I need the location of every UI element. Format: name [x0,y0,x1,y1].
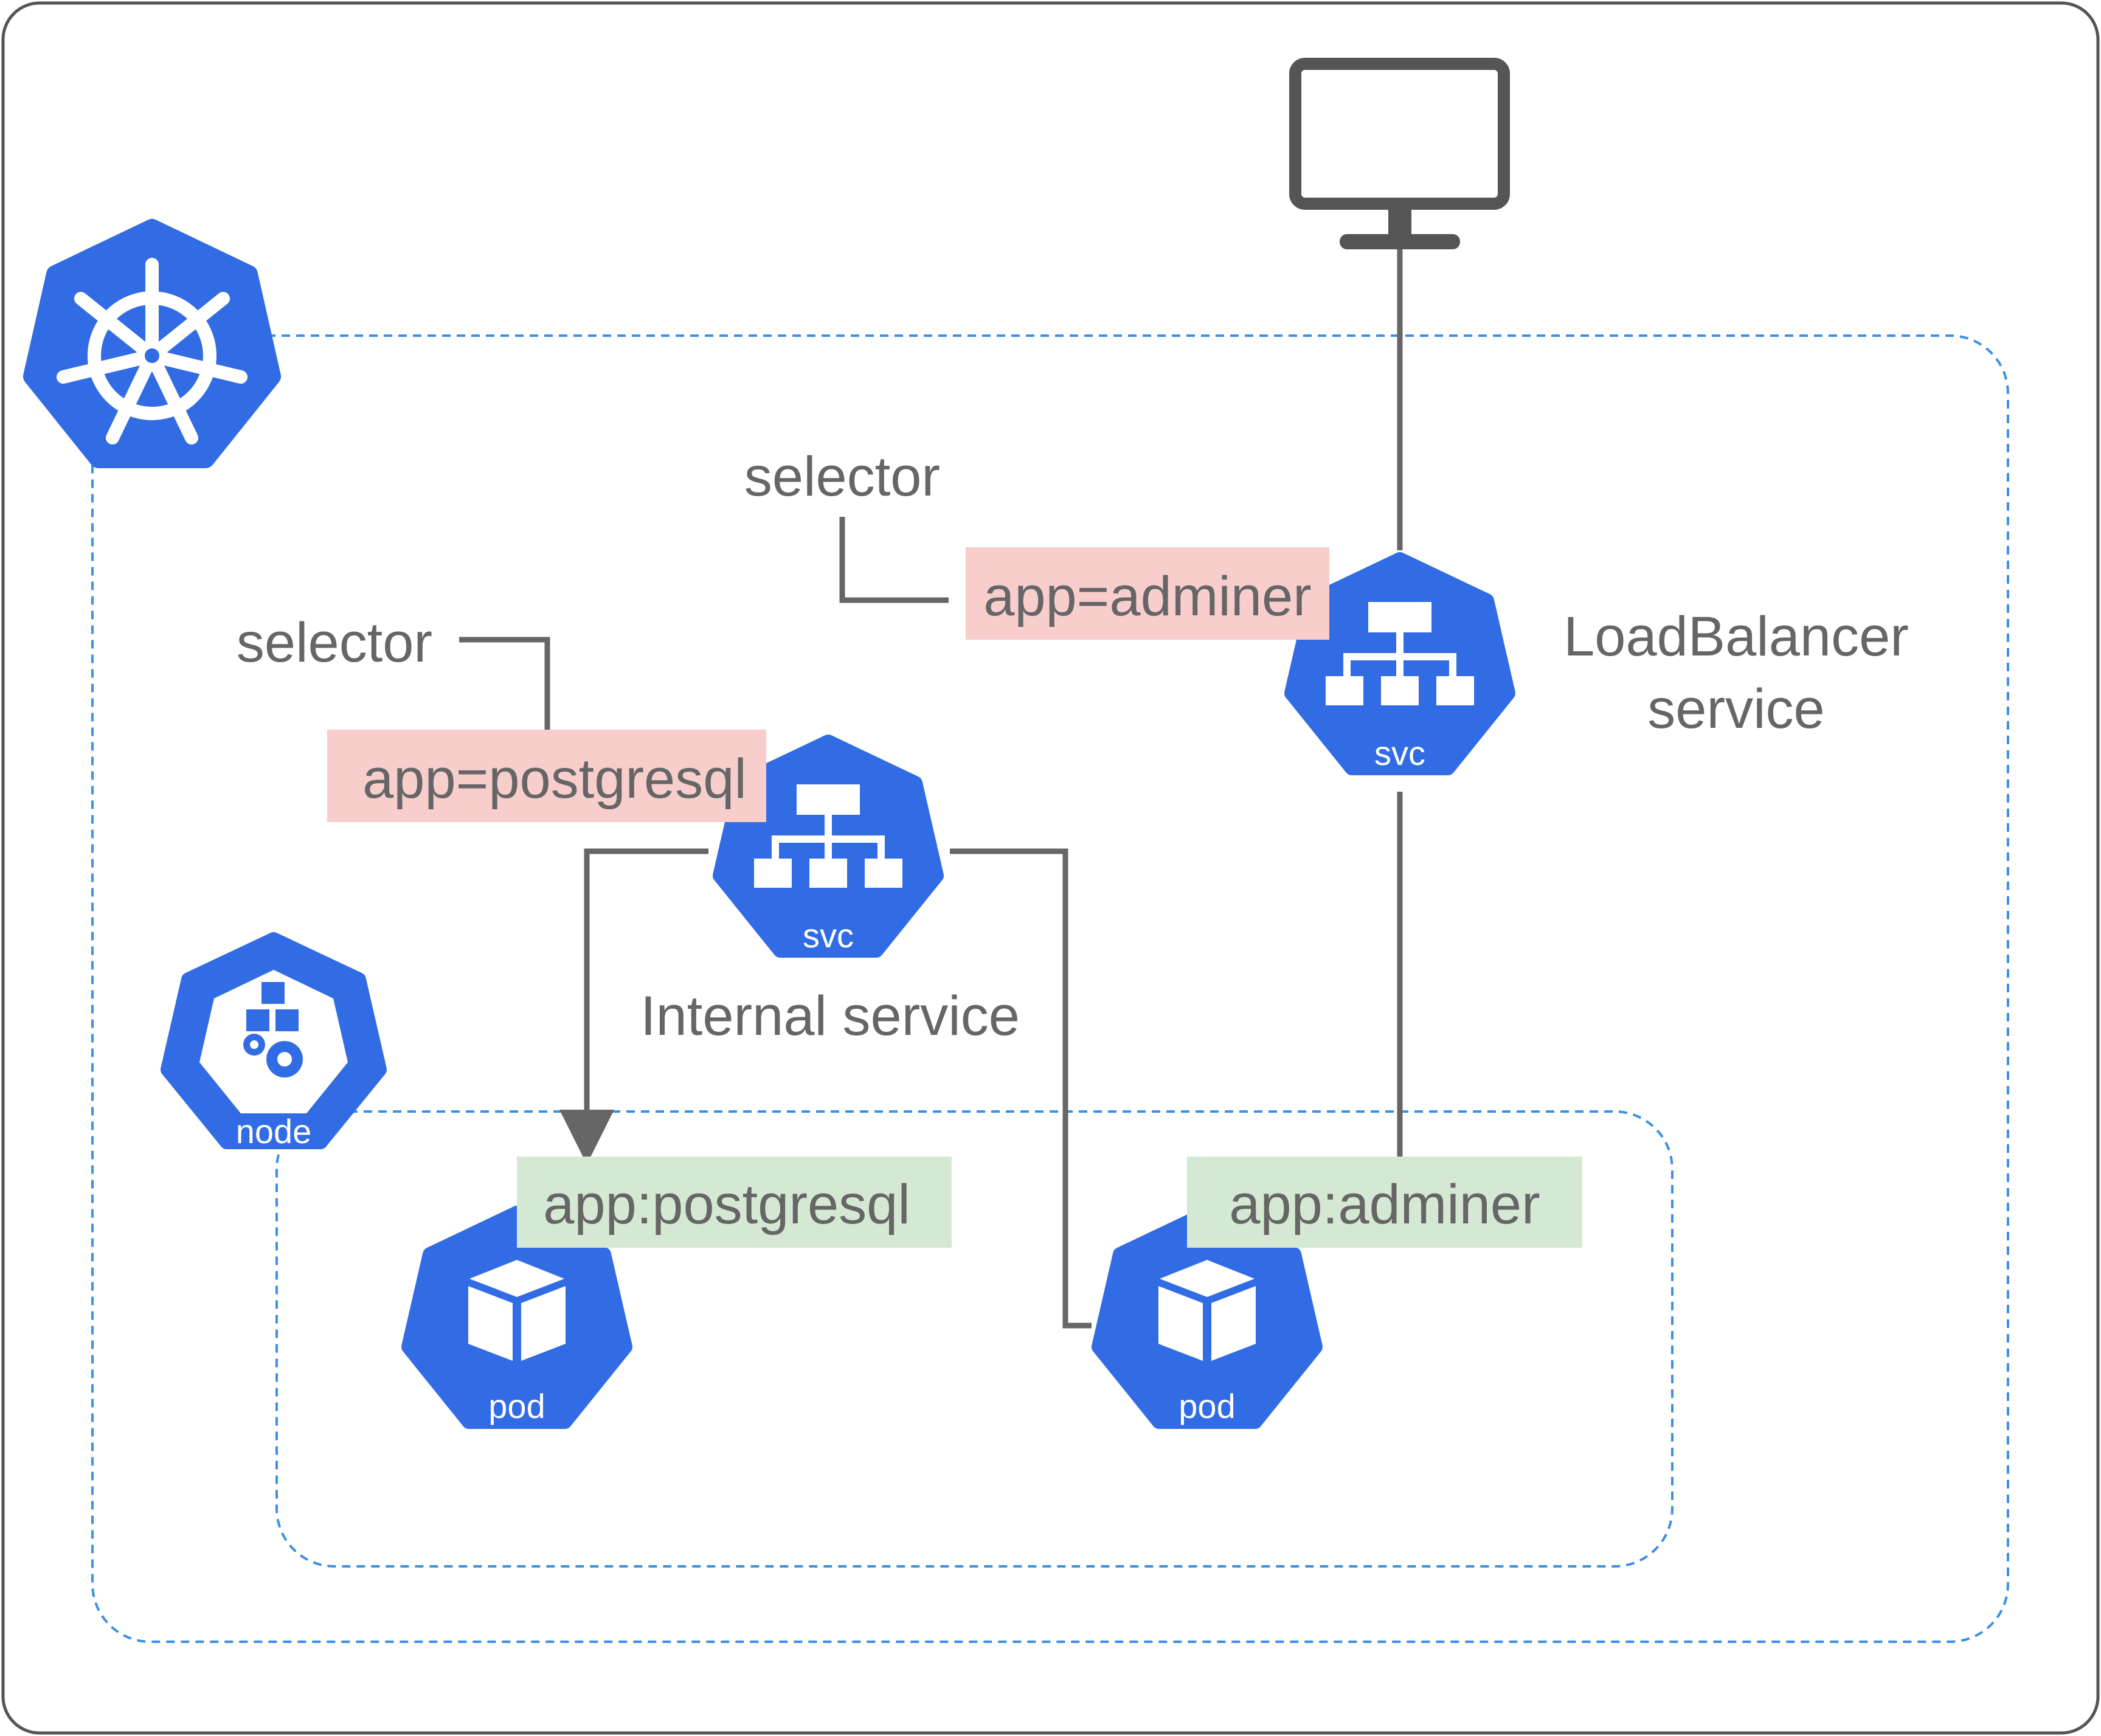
selector-adminer-bg [966,547,1329,640]
loadbalancer-title-line1: LoadBalancer [1563,606,1909,668]
pod-adminer-tag: app:adminer [1229,1174,1540,1236]
cube-icon [468,1260,566,1361]
kubernetes-logo-icon [23,219,281,468]
selector-adminer-value: app=adminer [983,565,1312,628]
cluster-boundary [91,334,2009,1643]
node-boundary [275,1110,1674,1568]
cube-icon [1158,1260,1256,1361]
internal-svc-to-postgres-arrow [559,848,708,1164]
lb-svc-label: svc [1374,734,1425,772]
pod-postgres-icon [401,1206,632,1429]
internal-svc-icon [713,735,944,958]
internal-svc-label: svc [803,916,854,955]
pod-adminer-icon [1092,1206,1323,1429]
internal-svc-to-adminer-line [950,848,1092,1329]
node-icon [161,932,387,1149]
selector-postgres-value: app=postgresql [362,748,747,810]
selector-postgres-bracket [459,637,550,733]
pod-adminer-tag-bg [1187,1157,1582,1248]
selector-postgres-label: selector [237,612,432,674]
pod-adminer-label: pod [1179,1387,1235,1425]
loadbalancer-title-line2: service [1647,678,1824,740]
pod-postgres-tag: app:postgresql [543,1174,910,1236]
internal-service-title: Internal service [640,985,1020,1047]
pod-postgres-tag-bg [517,1157,952,1248]
pod-postgres-label: pod [488,1387,545,1425]
monitor-icon [1289,58,1510,249]
selector-adminer-bracket [839,517,949,603]
selector-adminer-label: selector [744,446,940,508]
node-label: node [236,1112,312,1150]
selector-postgres-bg [327,730,766,822]
